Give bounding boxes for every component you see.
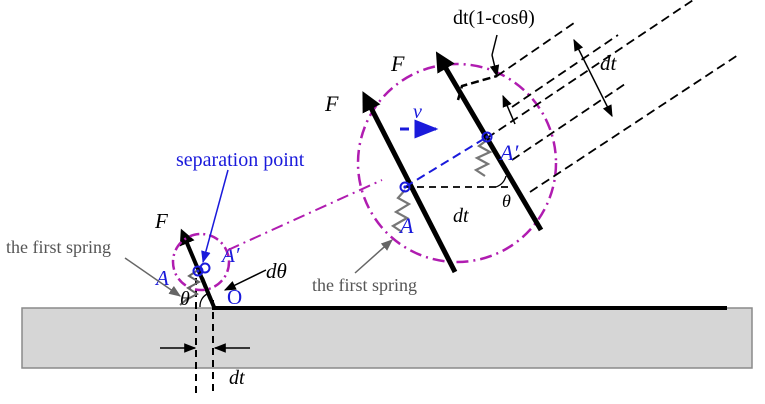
A-label-small: A (154, 266, 169, 290)
dtheta-label: dθ (266, 259, 287, 283)
A-label-zoom: A (398, 213, 414, 238)
point-A-zoom-center (403, 185, 407, 189)
dash-box-corner (456, 74, 498, 101)
spring-zoom-right (473, 139, 493, 177)
first-spring-pointer-left (124, 257, 181, 297)
force-label-big-1: F (324, 91, 339, 116)
first-spring-label-left: the first spring (6, 237, 111, 257)
angle-arc-small (199, 293, 208, 308)
film-zoom-left (362, 91, 458, 274)
dt-cos-arrow-up (502, 94, 516, 125)
first-spring-pointer-zoom (354, 239, 393, 274)
point-A-small (192, 265, 204, 277)
dt-big-dimension (573, 38, 613, 118)
origin-label: O (227, 285, 242, 309)
point-A-prime-zoom (481, 131, 493, 143)
dtheta-pointer (223, 269, 267, 291)
dt-label-zoom-right: dt (600, 51, 618, 75)
separation-point-pointer (201, 169, 229, 264)
dash-proj-bottom (529, 54, 739, 193)
velocity-label: v (413, 101, 422, 123)
point-A-zoom (399, 181, 411, 193)
point-A-small-center (196, 269, 200, 273)
first-spring-label-zoom: the first spring (312, 275, 417, 295)
zoom-circle-large (356, 62, 558, 264)
dt-cos-arrow-down (489, 54, 500, 78)
theta-label-small: θ (180, 288, 190, 310)
film-zoom-right (435, 51, 544, 232)
substrate (21, 307, 753, 369)
zoom-connector (227, 179, 383, 251)
dt-label-zoom-mid: dt (453, 205, 469, 227)
force-label-small: F (154, 209, 168, 233)
film-peeled-small-tip (200, 277, 213, 301)
A-prime-label-zoom: A′ (498, 140, 519, 165)
dt-bottom-label: dt (229, 367, 245, 389)
point-A-prime-zoom-center (485, 135, 489, 139)
spring-zoom-left (390, 189, 412, 233)
zoom-circle-small (171, 232, 231, 292)
dash-A-to-Aprime (404, 136, 488, 188)
angle-arc-zoom (495, 175, 507, 188)
theta-label-zoom: θ (502, 191, 511, 211)
separation-point-label: separation point (176, 149, 305, 171)
spring-small (179, 269, 202, 306)
dash-proj-top (496, 22, 575, 77)
A-prime-label-small: A′ (220, 243, 240, 267)
dt-cos-label: dt(1-cosθ) (453, 7, 535, 29)
dt-cos-pointer (491, 34, 498, 56)
dash-proj-mid (486, 0, 695, 139)
force-label-big-2: F (390, 51, 405, 76)
